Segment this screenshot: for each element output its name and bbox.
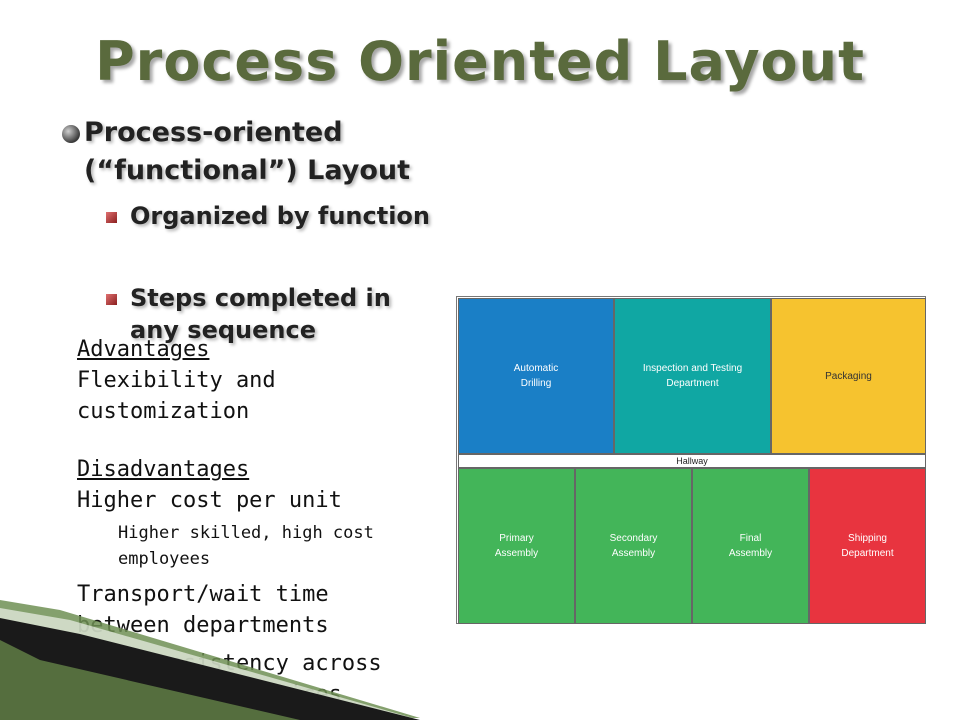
dept-inspection-testing: Inspection and Testing Department	[614, 298, 771, 454]
bullet-sphere-icon	[62, 125, 80, 143]
dept-shipping: Shipping Department	[809, 468, 926, 624]
sub-bullet-text: Organized by function	[130, 202, 430, 230]
dept-automatic-drilling: Automatic Drilling	[458, 298, 614, 454]
advantages-heading: Advantages	[77, 337, 210, 362]
advantages-line: Flexibility and	[77, 368, 276, 393]
disadvantage-detail: employees	[118, 549, 211, 569]
disadvantage-item: Less consistency across	[77, 651, 382, 676]
advantages-line: customization	[77, 399, 250, 424]
bullet-square-icon	[106, 294, 117, 305]
bullet-square-icon	[106, 212, 117, 223]
disadvantage-item: products or services	[77, 682, 342, 707]
slide-title: Process Oriented Layout	[95, 30, 865, 93]
main-bullet-text: Process-oriented (“functional”) Layout	[84, 117, 411, 186]
disadvantage-item: Higher cost per unit	[77, 488, 342, 513]
dept-packaging: Packaging	[771, 298, 926, 454]
hallway: Hallway	[458, 454, 926, 468]
disadvantage-detail: Higher skilled, high cost	[118, 523, 374, 543]
disadvantages-heading: Disadvantages	[77, 457, 250, 482]
dept-final-assembly: Final Assembly	[692, 468, 809, 624]
dept-secondary-assembly: Secondary Assembly	[575, 468, 692, 624]
floorplan-diagram: Automatic Drilling Inspection and Testin…	[456, 296, 926, 624]
disadvantage-item: between departments	[77, 613, 329, 638]
sub-bullet-text: Steps completed in any sequence	[130, 284, 391, 344]
dept-primary-assembly: Primary Assembly	[458, 468, 575, 624]
disadvantage-item: Transport/wait time	[77, 582, 329, 607]
